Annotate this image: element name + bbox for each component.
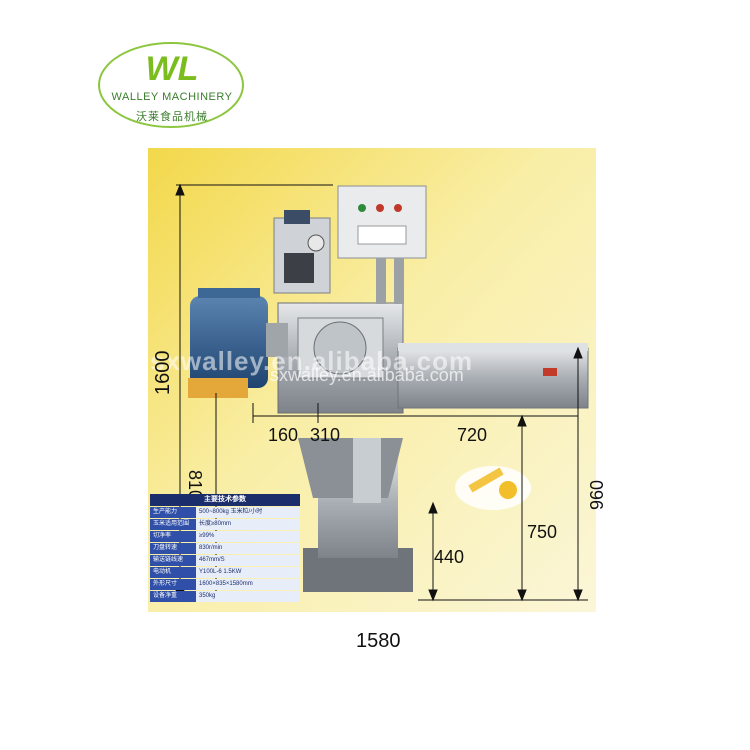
spec-value: 830r/min — [196, 543, 300, 554]
machine-diagram — [148, 148, 596, 612]
spec-value: ≥99% — [196, 531, 300, 542]
spec-key: 玉米适用范围 — [150, 519, 196, 530]
spec-key: 电动机 — [150, 567, 196, 578]
spec-key: 外形尺寸 — [150, 579, 196, 590]
dim-right-height: 960 — [587, 479, 607, 510]
brand-name-cn: 沃莱食品机械 — [136, 111, 208, 123]
dim-right-segment: 720 — [457, 425, 488, 445]
spec-key: 设备净重 — [150, 591, 196, 602]
spec-value: 500~800kg 玉米粒/小时 — [196, 507, 300, 518]
dim-outlet-height: 750 — [527, 522, 558, 542]
spec-table-title: 主要技术参数 — [150, 494, 300, 506]
spec-row: 刀盘转速 830r/min — [150, 543, 300, 554]
spec-key: 刀盘转速 — [150, 543, 196, 554]
dim-inlet-height: 440 — [434, 547, 465, 567]
brand-name: WALLEY MACHINERY — [111, 91, 233, 103]
spec-row: 外形尺寸 1600×835×1580mm — [150, 579, 300, 590]
spec-key: 输送链线速 — [150, 555, 196, 566]
spec-key: 切净率 — [150, 531, 196, 542]
spec-row: 电动机 Y100L-6 1.5KW — [150, 567, 300, 578]
spec-value: 长度≥80mm — [196, 519, 300, 530]
walley-logo — [98, 42, 244, 128]
spec-value: Y100L-6 1.5KW — [196, 567, 300, 578]
watermark-large: sxwalley.en.alibaba.com — [150, 346, 474, 376]
spec-key: 生产能力 — [150, 507, 196, 518]
spec-value: 467mm/S — [196, 555, 300, 566]
watermark-small: sxwalley.en.alibaba.com — [270, 365, 464, 385]
dim-middle-segment: 310 — [310, 425, 341, 445]
spec-row: 输送链线速 467mm/S — [150, 555, 300, 566]
dim-height-total: 1600 — [152, 350, 174, 396]
dim-left-segment: 160 — [268, 425, 299, 445]
spec-row: 玉米适用范围 长度≥80mm — [150, 519, 300, 530]
spec-row: 设备净重 350kg — [150, 591, 300, 602]
spec-value: 1600×835×1580mm — [196, 579, 300, 590]
dim-width-total: 1580 — [356, 630, 401, 652]
spec-row: 生产能力 500~800kg 玉米粒/小时 — [150, 507, 300, 518]
logo-mark: WL — [145, 50, 199, 88]
spec-value: 350kg — [196, 591, 300, 602]
spec-row: 切净率 ≥99% — [150, 531, 300, 542]
